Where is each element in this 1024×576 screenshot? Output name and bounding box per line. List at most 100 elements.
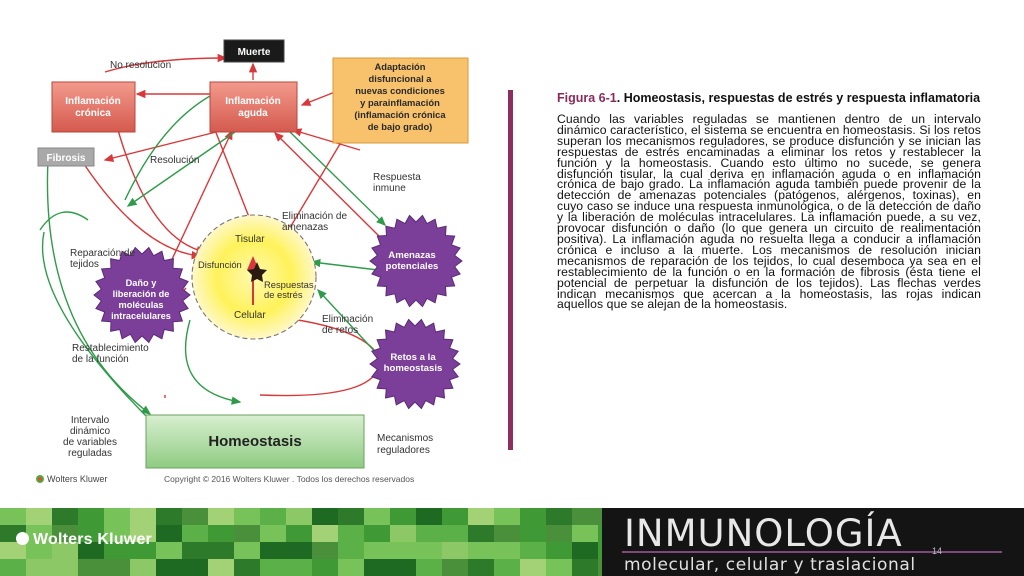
mosaic-tile — [416, 508, 442, 525]
mosaic-tile — [208, 508, 234, 525]
mosaic-tile — [104, 525, 130, 542]
fibrosis-label: Fibrosis — [47, 153, 86, 164]
mosaic-tile — [338, 542, 364, 559]
mosaic-tile — [468, 542, 494, 559]
mosaic-tile — [26, 525, 52, 542]
figure-caption: Figura 6-1. Homeostasis, respuestas de e… — [557, 91, 981, 312]
mosaic-tile — [598, 508, 602, 525]
label-line: Eliminación — [322, 314, 373, 325]
mosaic-tile — [234, 508, 260, 525]
mosaic-tile — [494, 559, 520, 576]
node-disfuncion-circle — [191, 214, 317, 340]
footer-publisher: Wolters Kluwer — [16, 531, 152, 549]
mosaic-tile — [598, 559, 602, 576]
mosaic-tile — [468, 525, 494, 542]
mosaic-tile — [416, 542, 442, 559]
mosaic-tile — [208, 525, 234, 542]
mosaic-tile — [416, 559, 442, 576]
label-line: reguladores — [377, 445, 430, 456]
page-number: 14 — [932, 546, 943, 556]
mosaic-tile — [442, 559, 468, 576]
wk-logo-icon — [16, 532, 29, 545]
mosaic-tile — [442, 542, 468, 559]
label-line: de variables — [63, 437, 117, 448]
mosaic-tile — [234, 542, 260, 559]
label-line: Mecanismos — [377, 433, 433, 444]
mosaic-tile — [364, 559, 390, 576]
mosaic-tile — [546, 508, 572, 525]
mosaic-tile — [182, 542, 208, 559]
label-line: de bajo grado) — [368, 121, 433, 132]
mosaic-tile — [78, 508, 104, 525]
label-line: Eliminación de — [282, 211, 347, 222]
mosaic-tile — [234, 559, 260, 576]
label-tisular: Tisular — [235, 234, 265, 245]
brand-subtitle: molecular, celular y traslacional — [624, 555, 916, 575]
label-line: potenciales — [386, 261, 439, 272]
label-line: Restablecimiento — [72, 343, 149, 354]
footer-publisher-text: Wolters Kluwer — [33, 531, 152, 548]
mosaic-tile — [468, 559, 494, 576]
mosaic-tile — [598, 542, 602, 559]
label-line: Retos a la — [390, 352, 436, 363]
mosaic-tile — [390, 525, 416, 542]
publisher-small-text: Wolters Kluwer — [47, 474, 108, 484]
figure-number: Figura 6-1 — [557, 91, 617, 105]
label-line: homeostasis — [384, 363, 443, 374]
label-line: Adaptación — [374, 61, 425, 72]
mosaic-tile — [572, 508, 598, 525]
caption-body: Cuando las variables reguladas se mantie… — [557, 112, 981, 312]
wk-small-logo — [36, 475, 44, 483]
mosaic-tile — [26, 559, 52, 576]
star-icon — [247, 262, 267, 282]
mosaic-tile — [520, 525, 546, 542]
mosaic-tile — [0, 559, 26, 576]
node-fibrosis: Fibrosis — [37, 147, 95, 167]
mosaic-tile — [338, 508, 364, 525]
mosaic-tile — [208, 542, 234, 559]
label-line: inmune — [373, 183, 406, 194]
brand-divider — [622, 551, 1002, 553]
mosaic-tile — [156, 525, 182, 542]
mosaic-tile — [520, 508, 546, 525]
mosaic-tile — [286, 542, 312, 559]
mosaic-tile — [312, 542, 338, 559]
mosaic-tile — [26, 542, 52, 559]
mosaic-tile — [286, 525, 312, 542]
mosaic-tile — [442, 525, 468, 542]
mosaic-tile — [286, 559, 312, 576]
mosaic-tile — [0, 508, 26, 525]
mosaic-tile — [52, 542, 78, 559]
label-line: reguladas — [68, 448, 112, 459]
mosaic-tile — [260, 525, 286, 542]
mosaic-tile — [494, 508, 520, 525]
mosaic-tile — [416, 525, 442, 542]
mosaic-tile — [572, 525, 598, 542]
mosaic-tile — [260, 542, 286, 559]
mosaic-tile — [130, 542, 156, 559]
footer-brand: INMUNOLOGÍA 14 molecular, celular y tras… — [602, 508, 1024, 576]
mosaic-tile — [78, 525, 104, 542]
mosaic-tile — [52, 525, 78, 542]
label-line: de la función — [72, 354, 129, 365]
mosaic-tile — [494, 542, 520, 559]
mosaic-tile — [312, 508, 338, 525]
mosaic-tile — [104, 508, 130, 525]
mosaic-tile — [182, 525, 208, 542]
label-line: Amenazas — [388, 250, 435, 261]
homeostasis-label: Homeostasis — [208, 433, 301, 450]
mosaic-tile — [494, 525, 520, 542]
